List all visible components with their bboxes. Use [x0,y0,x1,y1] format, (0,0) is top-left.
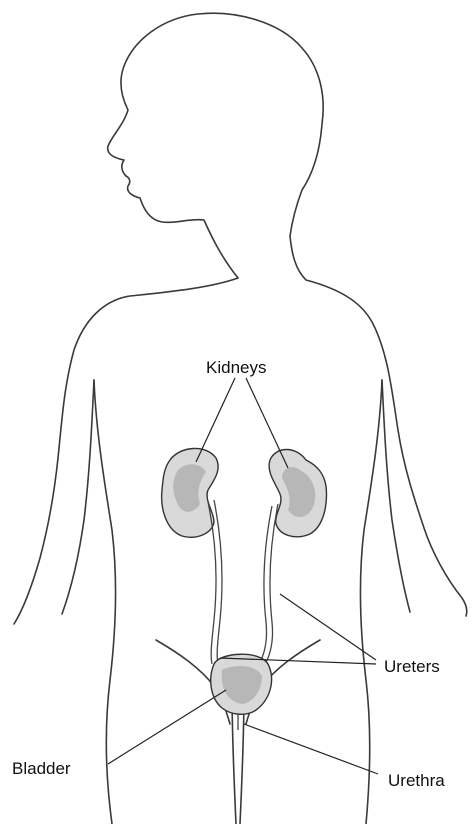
urethra-leader [244,724,378,774]
right-torso-side [360,380,382,824]
left-ureter-inner [214,500,222,664]
ureters-label: Ureters [384,657,440,676]
left-kidney [162,448,218,537]
bladder-label: Bladder [12,759,71,778]
right-kidney [269,450,326,537]
left-torso-side [94,380,116,824]
left-inner-arm-outline [62,380,94,614]
urethra-label: Urethra [388,771,445,790]
kidneys-leader-left [196,378,235,462]
kidneys-leader-right [246,378,288,468]
ureters [208,500,278,666]
bladder-leader [108,690,226,764]
kidneys-label: Kidneys [206,358,266,377]
bladder [211,654,272,730]
